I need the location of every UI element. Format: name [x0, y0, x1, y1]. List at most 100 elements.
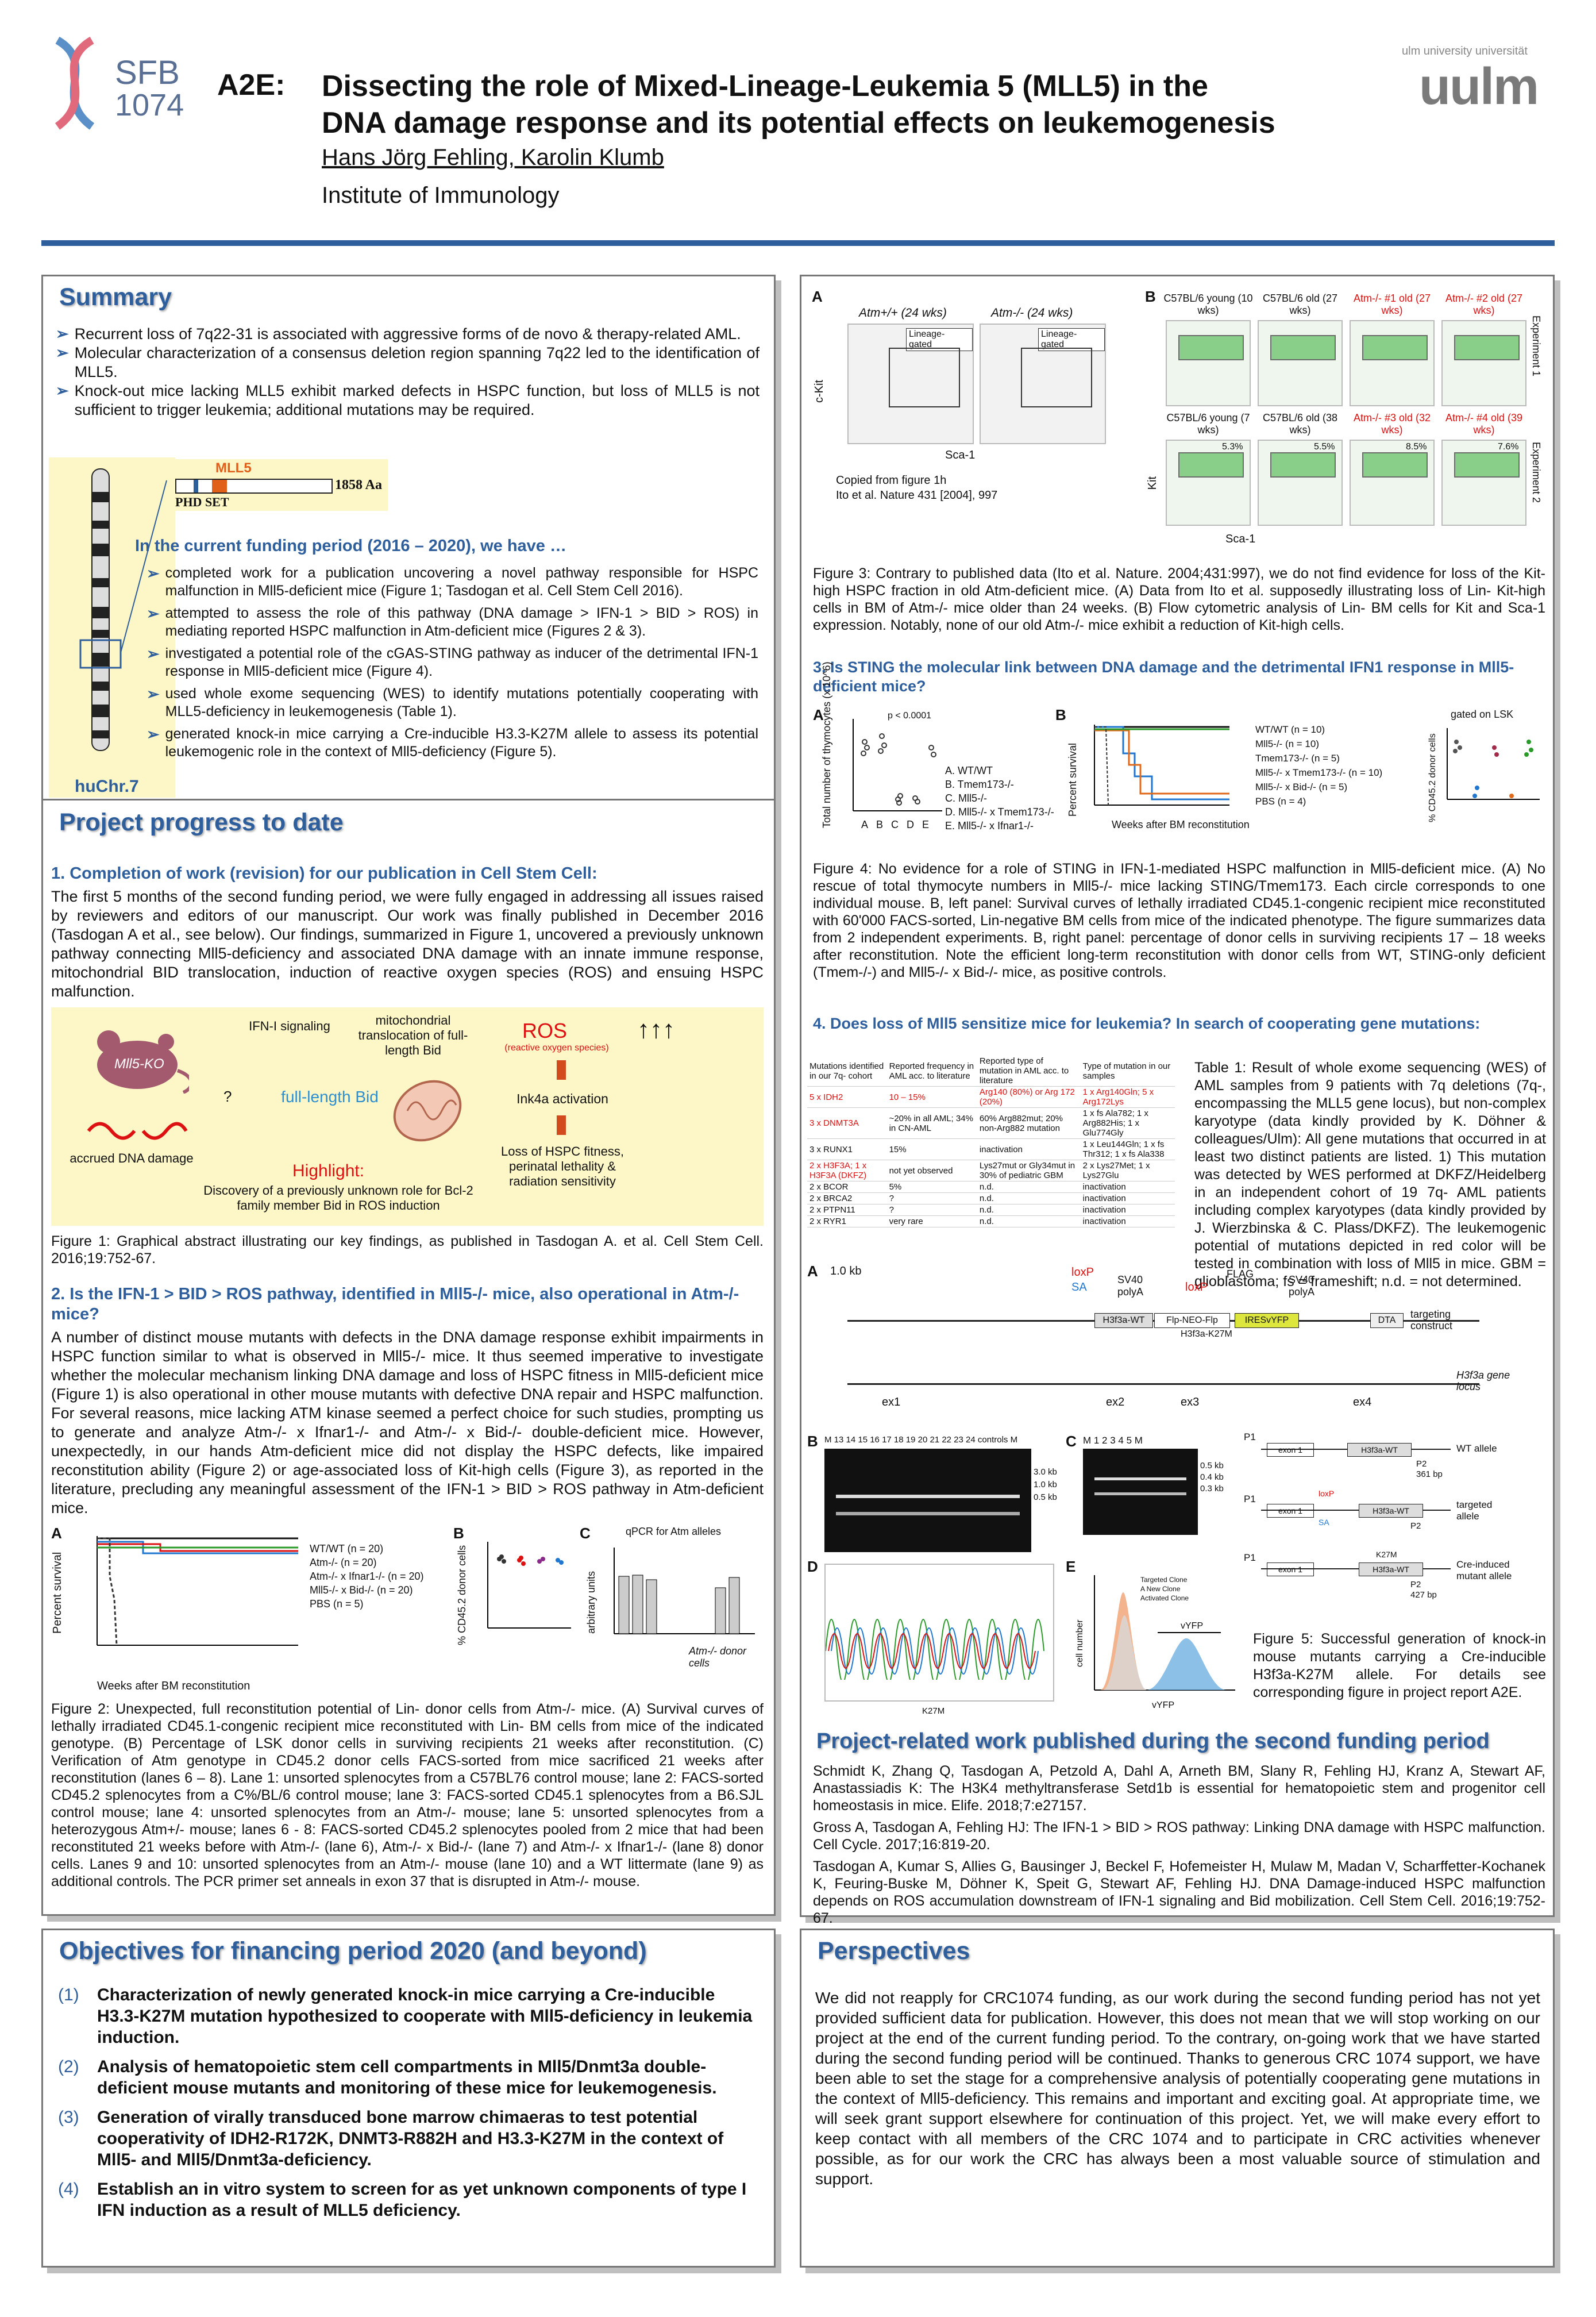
flow-gate — [1021, 348, 1092, 407]
kit-high-gate — [1454, 335, 1520, 360]
exon1-box: exon 1 — [1267, 1443, 1314, 1457]
histogram-legend: Targeted Clone A New Clone Activated Clo… — [1140, 1575, 1189, 1603]
kit-high-gate — [1454, 452, 1520, 478]
sting-donor-cells-chart — [1447, 728, 1540, 800]
fig3a-copied: Copied from figure 1h — [836, 474, 947, 487]
sting-c-ylabel: % CD45.2 donor cells — [1428, 733, 1437, 822]
thymocyte-scatter-chart — [853, 719, 942, 811]
panel-letter: A — [807, 1263, 818, 1280]
funding-period: In the current funding period (2016 – 20… — [135, 536, 758, 761]
table1-caption-block: Table 1: Result of whole exome sequencin… — [1194, 1059, 1546, 1291]
legend-item: Activated Clone — [1140, 1594, 1189, 1602]
chromatogram-trace — [825, 1619, 1044, 1683]
primer-label: P1 — [1244, 1494, 1256, 1504]
gel-band — [1094, 1492, 1186, 1495]
down-arrow-icon — [557, 1115, 566, 1135]
chromosome-icon — [79, 468, 167, 751]
dta-box: DTA — [1370, 1313, 1404, 1328]
arrow-icon: ➢ — [147, 605, 160, 622]
table-row: 2 x PTPN11?n.d.inactivation — [807, 1204, 1175, 1216]
figure3-caption: Figure 3: Contrary to published data (It… — [813, 565, 1545, 633]
exon-label: ex1 — [882, 1396, 901, 1408]
legend-item: Tmem173-/- (n = 5) — [1255, 753, 1340, 764]
mouse-label: Mll5-KO — [114, 1056, 164, 1072]
legend-item: Atm-/- (n = 20) — [310, 1557, 377, 1568]
flow-plot — [1258, 320, 1343, 406]
flow-gate — [889, 348, 960, 407]
panel-letter: B — [1145, 288, 1156, 305]
sting-heading: 3. Is STING the molecular link between D… — [813, 659, 1514, 695]
objective-item: (3)Generation of virally transduced bone… — [58, 2108, 724, 2169]
primer-label: P2 — [1410, 1521, 1421, 1531]
allele-line — [1261, 1568, 1451, 1569]
qpcr-title: qPCR for Atm alleles — [626, 1526, 722, 1537]
fig3a-ylabel: c-Kit — [813, 380, 826, 403]
sv40-label: SV40 polyA — [1117, 1274, 1144, 1298]
institute: Institute of Immunology — [322, 183, 560, 208]
perspectives-body: We did not reapply for CRC1074 funding, … — [815, 1988, 1540, 2189]
category-label: C — [891, 819, 907, 830]
targeting-label: targeting construct — [1410, 1308, 1453, 1331]
panel-letter: B — [453, 1525, 464, 1542]
gate-percentage: 5.3% — [1222, 442, 1243, 452]
mutations-heading-block: 4. Does loss of Mll5 sensitize mice for … — [813, 1014, 1545, 1033]
objectives-section: Objectives for financing period 2020 (an… — [41, 1929, 776, 2268]
kit-high-gate — [1270, 335, 1336, 360]
publications-title: Project-related work published during th… — [816, 1729, 1490, 1753]
primer-label: P1 — [1244, 1431, 1256, 1442]
objectives-title: Objectives for financing period 2020 (an… — [59, 1937, 647, 1965]
allele-diagrams: P1 exon 1 H3f3a-WT WT allele P2 361 bp P… — [1244, 1431, 1548, 1610]
dna-damage-label: accrued DNA damage — [70, 1151, 194, 1165]
funding-heading: In the current funding period (2016 – 20… — [135, 537, 566, 555]
ros-sublabel: (reactive oxygen species) — [504, 1043, 609, 1053]
progress-section: Project progress to date 1. Completion o… — [41, 799, 776, 1916]
figure1-graphical-abstract: Mll5-KO accrued DNA damage IFN-I signali… — [51, 1007, 764, 1226]
panel-letter: A — [51, 1525, 62, 1542]
project-code: A2E: — [217, 68, 286, 102]
down-arrow-icon — [557, 1060, 566, 1080]
panel-letter: E — [1066, 1558, 1076, 1575]
category-label: D — [907, 819, 923, 830]
gate-percentage: 5.5% — [1314, 442, 1335, 452]
figure5-caption: Figure 5: Successful generation of knock… — [1253, 1631, 1546, 1700]
mutation-table: Mutations identified in our 7q- cohort R… — [807, 1056, 1181, 1227]
arrow-icon: ➢ — [56, 325, 69, 342]
flow-title: Atm-/- #2 old (27 wks) — [1445, 292, 1523, 316]
title-line-1: Dissecting the role of Mixed-Lineage-Leu… — [322, 70, 1208, 103]
legend-item: PBS (n = 5) — [310, 1598, 364, 1610]
mito-label: mitochondrial translocation of full-leng… — [358, 1013, 468, 1057]
panel-letter: C — [580, 1525, 591, 1542]
arrow-icon: ➢ — [147, 645, 160, 663]
funding-bullet: ➢completed work for a publication uncove… — [147, 565, 758, 599]
objectives-list: (1)Characterization of newly generated k… — [58, 1984, 759, 2229]
perspectives-section: Perspectives We did not reapply for CRC1… — [800, 1929, 1555, 2268]
funding-bullet: ➢investigated a potential role of the cG… — [147, 645, 758, 679]
flow-plot: 8.5% — [1350, 440, 1435, 526]
summary-title: Summary — [59, 283, 172, 311]
highlight-label: Highlight: — [292, 1161, 365, 1180]
perspectives-text: We did not reapply for CRC1074 funding, … — [815, 1989, 1540, 2188]
figure1-caption-block: Figure 1: Graphical abstract illustratin… — [51, 1233, 764, 1267]
chromosome-label: huChr.7 — [75, 777, 139, 796]
vyfp-gate-label: vYFP — [1181, 1621, 1204, 1631]
histogram-ylabel: cell number — [1075, 1619, 1085, 1667]
gel-b-lanes: M 13 14 15 16 17 18 19 20 21 22 23 24 co… — [824, 1435, 1018, 1445]
ink4a-label: Ink4a activation — [516, 1091, 608, 1106]
qpcr-bar-chart-fig2c — [614, 1548, 755, 1634]
legend-item: A New Clone — [1140, 1585, 1181, 1593]
sting-a-key: A. WT/WT B. Tmem173-/- C. Mll5-/- D. Mll… — [945, 764, 1054, 833]
progress-title: Project progress to date — [59, 809, 344, 836]
title-line-2: DNA damage response and its potential ef… — [322, 106, 1275, 140]
s1-heading: 1. Completion of work (revision) for our… — [51, 864, 597, 883]
fig2a-ylabel: Percent survival — [51, 1552, 64, 1634]
panel-letter: C — [1066, 1433, 1077, 1450]
amplicon-size: 361 bp — [1416, 1469, 1443, 1479]
table-header-cell: Type of mutation in our samples — [1080, 1056, 1175, 1087]
primer-label: P2 — [1416, 1459, 1427, 1469]
flow-plot-ko: Lineage- gated — [980, 324, 1106, 444]
category-label: A — [861, 819, 877, 830]
mll5-length: 1858 Aa — [335, 478, 383, 492]
